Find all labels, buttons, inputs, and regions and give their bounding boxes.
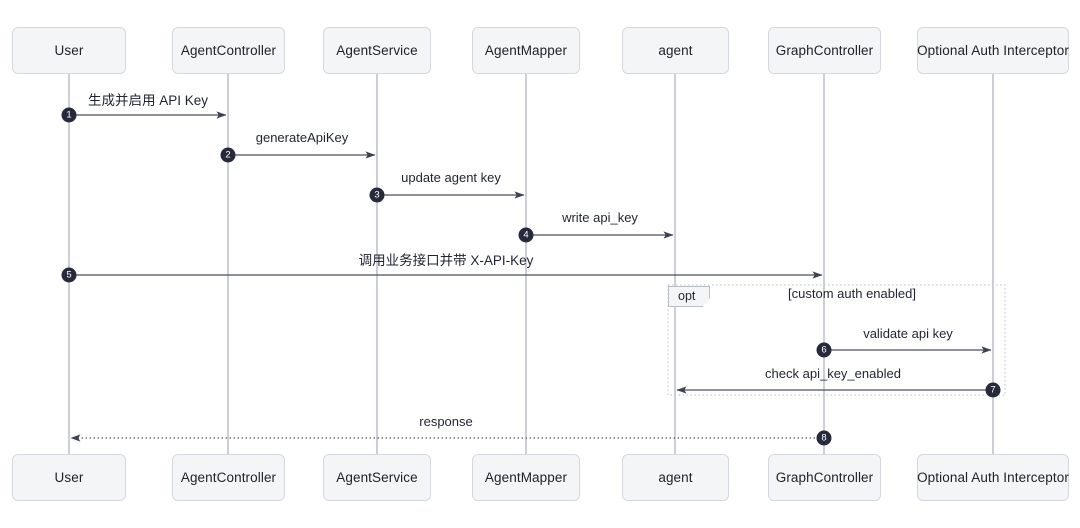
message-label-6: validate api key — [863, 326, 953, 341]
sequence-badge-7: 7 — [985, 382, 1001, 398]
message-label-2: generateApiKey — [255, 130, 349, 145]
participant-auth_interceptor-top[interactable]: Optional Auth Interceptor — [917, 27, 1069, 74]
message-label-5: 调用业务接口并带 X-API-Key — [358, 253, 534, 268]
participant-auth_interceptor-bottom[interactable]: Optional Auth Interceptor — [917, 454, 1069, 501]
participant-label: AgentMapper — [484, 470, 568, 485]
participant-user-bottom[interactable]: User — [12, 454, 126, 501]
participant-user-top[interactable]: User — [12, 27, 126, 74]
message-label-8: response — [419, 414, 473, 429]
participant-label: Optional Auth Interceptor — [917, 470, 1069, 485]
fragment-opt-condition: [custom auth enabled] — [788, 286, 916, 301]
sequence-badge-5: 5 — [61, 267, 77, 283]
participant-agent_service-top[interactable]: AgentService — [323, 27, 431, 74]
fragment-opt-tag: opt — [668, 286, 711, 307]
message-label-7: check api_key_enabled — [765, 366, 901, 381]
participant-agent_service-bottom[interactable]: AgentService — [323, 454, 431, 501]
participant-graph_controller-bottom[interactable]: GraphController — [768, 454, 881, 501]
fragment-opt-frame — [667, 284, 1006, 396]
message-label-4: write api_key — [562, 210, 638, 225]
participant-agent-bottom[interactable]: agent — [622, 454, 729, 501]
participant-agent_controller-bottom[interactable]: AgentController — [172, 454, 285, 501]
participant-label: User — [54, 43, 84, 58]
sequence-badge-6: 6 — [816, 342, 832, 358]
participant-label: agent — [658, 470, 693, 485]
fragments-group — [667, 284, 1006, 396]
sequence-badge-4: 4 — [518, 227, 534, 243]
participant-label: User — [54, 470, 84, 485]
participant-graph_controller-top[interactable]: GraphController — [768, 27, 881, 74]
participant-label: GraphController — [775, 470, 874, 485]
sequence-badge-8: 8 — [816, 430, 832, 446]
participant-agent_controller-top[interactable]: AgentController — [172, 27, 285, 74]
participant-agent-top[interactable]: agent — [622, 27, 729, 74]
participant-label: AgentController — [180, 43, 277, 58]
sequence-badge-3: 3 — [369, 187, 385, 203]
participant-label: AgentService — [336, 470, 418, 485]
message-label-1: 生成并启用 API Key — [87, 93, 209, 108]
sequence-badge-2: 2 — [220, 147, 236, 163]
arrows-group — [70, 111, 992, 442]
participant-label: AgentController — [180, 470, 277, 485]
lifelines-group — [68, 74, 994, 454]
participant-agent_mapper-bottom[interactable]: AgentMapper — [472, 454, 580, 501]
participant-label: Optional Auth Interceptor — [917, 43, 1069, 58]
participant-label: GraphController — [775, 43, 874, 58]
participant-label: AgentMapper — [484, 43, 568, 58]
participant-label: AgentService — [336, 43, 418, 58]
participant-agent_mapper-top[interactable]: AgentMapper — [472, 27, 580, 74]
message-label-3: update agent key — [401, 170, 501, 185]
participant-label: agent — [658, 43, 693, 58]
sequence-badge-1: 1 — [61, 107, 77, 123]
